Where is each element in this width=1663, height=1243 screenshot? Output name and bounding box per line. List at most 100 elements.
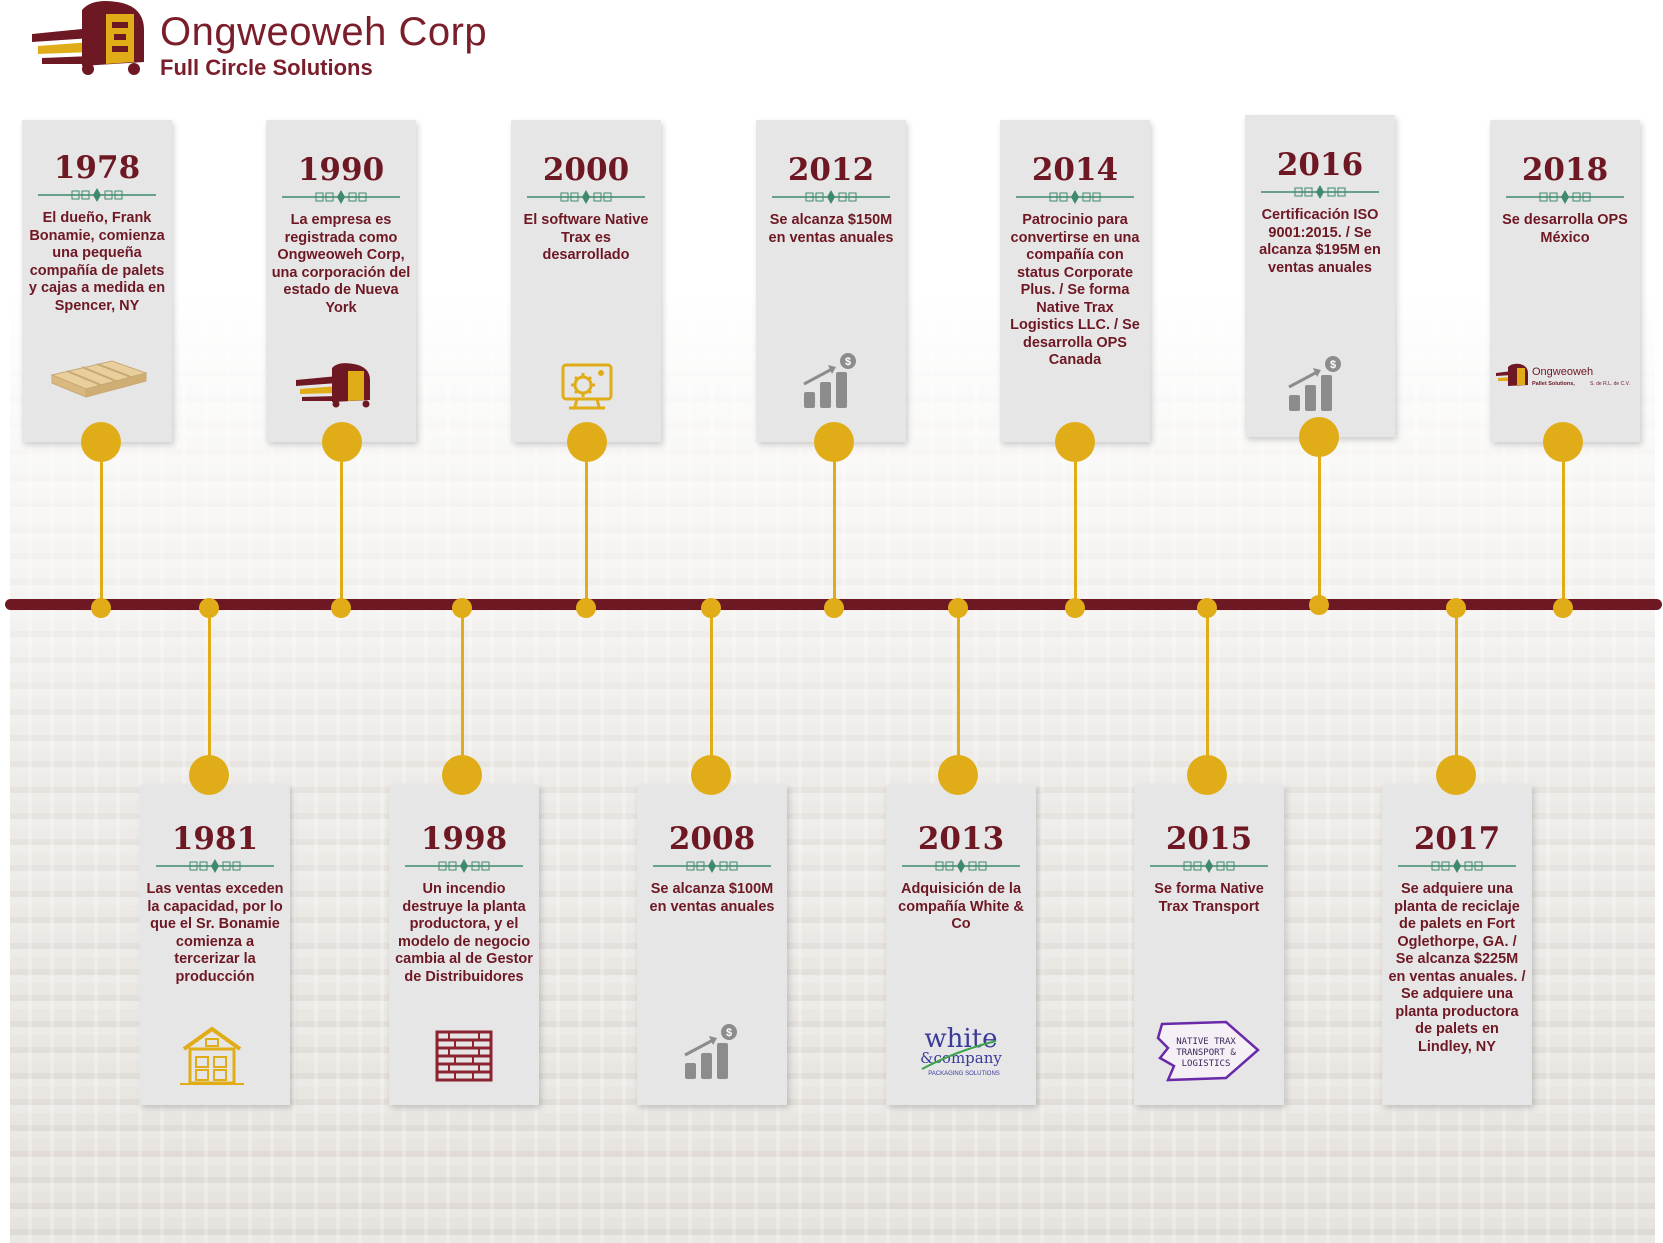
- native-trax-line2: TRANSPORT &: [1176, 1048, 1236, 1058]
- ops-mexico-logo-icon: Ongweoweh Pallet Solutions, S. de R.L. d…: [1496, 363, 1630, 387]
- ornament-divider-icon: [653, 859, 771, 873]
- milestone-year: 1978: [53, 150, 141, 186]
- timeline-connector: [1455, 605, 1458, 775]
- timeline-knob: [1055, 422, 1095, 462]
- milestone-text: Se desarrolla OPS México: [1502, 212, 1628, 246]
- timeline-dot: [824, 598, 844, 618]
- milestone-year: 1990: [297, 152, 385, 188]
- milestone-text: Se forma Native Trax Transport: [1154, 881, 1264, 915]
- milestone-card-1978: 1978 El dueño, Frank Bonamie, comienza u…: [22, 120, 172, 442]
- timeline-dot: [1197, 598, 1217, 618]
- timeline-dot: [331, 598, 351, 618]
- timeline-knob: [189, 755, 229, 795]
- ornament-divider-icon: [902, 859, 1020, 873]
- milestone-year: 2013: [917, 821, 1005, 857]
- milestone-text: Se alcanza $100M en ventas anuales: [649, 881, 775, 915]
- brand: Ongweoweh Corp Full Circle Solutions: [160, 10, 487, 81]
- wooden-pallet-icon: [50, 360, 148, 398]
- timeline-connector: [1074, 440, 1077, 605]
- warehouse-icon: [180, 1026, 244, 1085]
- ornament-divider-icon: [772, 190, 890, 204]
- milestone-card-1990: 1990 La empresa es registrada como Ongwe…: [266, 120, 416, 442]
- timeline-dot: [199, 598, 219, 618]
- timeline-knob: [442, 755, 482, 795]
- milestone-text: Un incendio destruye la planta productor…: [395, 881, 533, 985]
- milestone-year: 2000: [542, 152, 630, 188]
- ops-mexico-suffix: S. de R.L. de C.V.: [1590, 381, 1630, 387]
- timeline-connector: [340, 440, 343, 605]
- dollar-sign: $: [1330, 359, 1336, 371]
- ongweoweh-logo-icon: [296, 363, 370, 408]
- milestone-card-2017: 2017 Se adquiere una planta de reciclaje…: [1382, 785, 1532, 1105]
- growth-chart-icon: $: [1288, 356, 1341, 411]
- ornament-divider-icon: [156, 859, 274, 873]
- timeline-dot: [701, 598, 721, 618]
- milestone-card-2012: 2012 Se alcanza $150M en ventas anuales …: [756, 120, 906, 442]
- milestone-year: 1981: [171, 821, 259, 857]
- native-trax-line3: LOGISTICS: [1182, 1059, 1231, 1069]
- timeline-connector: [461, 605, 464, 775]
- milestone-year: 2015: [1165, 821, 1253, 857]
- milestone-card-1998: 1998 Un incendio destruye la planta prod…: [389, 785, 539, 1105]
- timeline-connector: [208, 605, 211, 775]
- milestone-text: La empresa es registrada como Ongweoweh …: [271, 212, 411, 316]
- milestone-text: El software Native Trax es desarrollado: [523, 212, 649, 263]
- timeline-dot: [576, 598, 596, 618]
- milestone-year: 1998: [420, 821, 508, 857]
- milestone-card-2008: 2008 Se alcanza $100M en ventas anuales …: [637, 785, 787, 1105]
- milestone-text: Se alcanza $150M en ventas anuales: [768, 212, 894, 246]
- timeline-connector: [1206, 605, 1209, 775]
- ops-mexico-sub: Pallet Solutions,: [1532, 381, 1575, 387]
- timeline-knob: [1543, 422, 1583, 462]
- timeline-knob: [1187, 755, 1227, 795]
- dollar-sign: $: [845, 356, 851, 368]
- ornament-divider-icon: [1506, 190, 1624, 204]
- timeline-knob: [691, 755, 731, 795]
- milestone-year: 2012: [787, 152, 875, 188]
- timeline-knob: [1436, 755, 1476, 795]
- milestone-year: 2008: [668, 821, 756, 857]
- company-tagline: Full Circle Solutions: [160, 55, 373, 80]
- milestone-year: 2018: [1521, 152, 1609, 188]
- milestone-text: Se adquiere una planta de reciclaje de p…: [1388, 881, 1526, 1055]
- timeline-connector: [833, 440, 836, 605]
- timeline-dot: [452, 598, 472, 618]
- milestone-card-2000: 2000 El software Native Trax es desarrol…: [511, 120, 661, 442]
- timeline-dot: [1309, 595, 1329, 615]
- milestone-card-2016: 2016 Certificación ISO 9001:2015. / Se a…: [1245, 115, 1395, 437]
- ornament-divider-icon: [527, 190, 645, 204]
- monitor-gear-icon: [561, 363, 613, 410]
- white-co-sub: &company: [920, 1049, 1002, 1067]
- native-trax-logo-icon: NATIVE TRAX TRANSPORT & LOGISTICS: [1156, 1020, 1260, 1082]
- timeline-dot: [1446, 598, 1466, 618]
- timeline-connector: [585, 440, 588, 605]
- ornament-divider-icon: [1016, 190, 1134, 204]
- company-logo-icon: [32, 1, 144, 75]
- ornament-divider-icon: [405, 859, 523, 873]
- timeline-dot: [1065, 598, 1085, 618]
- timeline-connector: [957, 605, 960, 775]
- ornament-divider-icon: [38, 188, 156, 202]
- growth-chart-icon: $: [803, 353, 856, 408]
- pallet-stack-icon: [435, 1030, 493, 1082]
- timeline-connector: [100, 440, 103, 605]
- milestone-text: Las ventas exceden la capacidad, por lo …: [146, 881, 284, 985]
- ornament-divider-icon: [1398, 859, 1516, 873]
- timeline-connector: [1562, 440, 1565, 605]
- dollar-sign: $: [726, 1027, 732, 1039]
- timeline-connector: [710, 605, 713, 775]
- milestone-card-2018: 2018 Se desarrolla OPS México Ongweoweh …: [1490, 120, 1640, 442]
- milestone-card-2015: 2015 Se forma Native Trax Transport NATI…: [1134, 785, 1284, 1105]
- white-co-main: white: [924, 1025, 997, 1054]
- milestone-text: El dueño, Frank Bonamie, comienza una pe…: [28, 210, 166, 314]
- ornament-divider-icon: [1261, 185, 1379, 199]
- milestone-text: Certificación ISO 9001:2015. / Se alcanz…: [1259, 207, 1381, 276]
- timeline-knob: [814, 422, 854, 462]
- ornament-divider-icon: [282, 190, 400, 204]
- growth-chart-icon: $: [684, 1024, 737, 1079]
- timeline-knob: [567, 422, 607, 462]
- milestone-card-2014: 2014 Patrocinio para convertirse en una …: [1000, 120, 1150, 442]
- timeline-knob: [322, 422, 362, 462]
- milestone-year: 2016: [1276, 147, 1364, 183]
- timeline-connector: [1318, 436, 1321, 605]
